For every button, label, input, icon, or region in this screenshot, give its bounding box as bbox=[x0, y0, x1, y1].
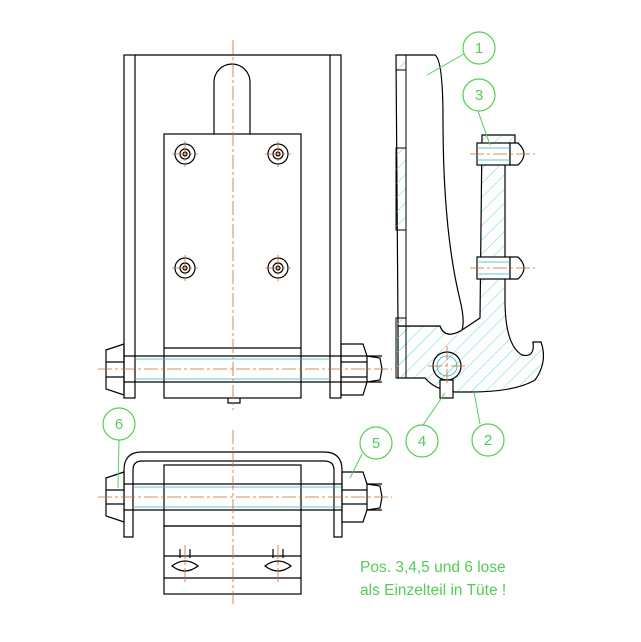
bracket-left-plate bbox=[123, 54, 136, 399]
side-centerlines bbox=[428, 153, 535, 386]
mounting-block bbox=[163, 133, 302, 399]
svg-text:1: 1 bbox=[475, 40, 483, 57]
svg-text:4: 4 bbox=[418, 433, 426, 450]
balloon-6: 6 bbox=[102, 407, 136, 441]
side-screws bbox=[476, 142, 525, 280]
balloon-5: 5 bbox=[359, 426, 393, 460]
callout-leaders bbox=[117, 53, 491, 489]
u-bracket bbox=[123, 451, 343, 538]
balloon-2: 2 bbox=[471, 423, 505, 457]
balloon-3: 3 bbox=[462, 78, 496, 112]
note-line-1: Pos. 3,4,5 und 6 lose bbox=[360, 559, 506, 576]
lower-plate bbox=[163, 525, 302, 595]
bracket-right-plate bbox=[329, 54, 342, 399]
svg-text:3: 3 bbox=[475, 87, 483, 104]
bottom-view bbox=[105, 451, 383, 595]
bolt-front bbox=[105, 343, 383, 396]
tongue bbox=[213, 63, 251, 134]
svg-text:5: 5 bbox=[372, 435, 380, 452]
balloon-1: 1 bbox=[462, 31, 496, 65]
side-view bbox=[395, 54, 545, 399]
block-top bbox=[163, 464, 302, 527]
balloon-4: 4 bbox=[405, 424, 439, 458]
front-view bbox=[105, 54, 383, 404]
svg-text:2: 2 bbox=[484, 432, 492, 449]
front-centerlines bbox=[98, 40, 392, 410]
plate-part-1 bbox=[395, 54, 464, 335]
screw-heads bbox=[174, 143, 289, 279]
svg-text:6: 6 bbox=[115, 416, 123, 433]
note-line-2: als Einzelteil in Tüte ! bbox=[360, 582, 507, 599]
bottom-centerlines bbox=[98, 430, 392, 604]
